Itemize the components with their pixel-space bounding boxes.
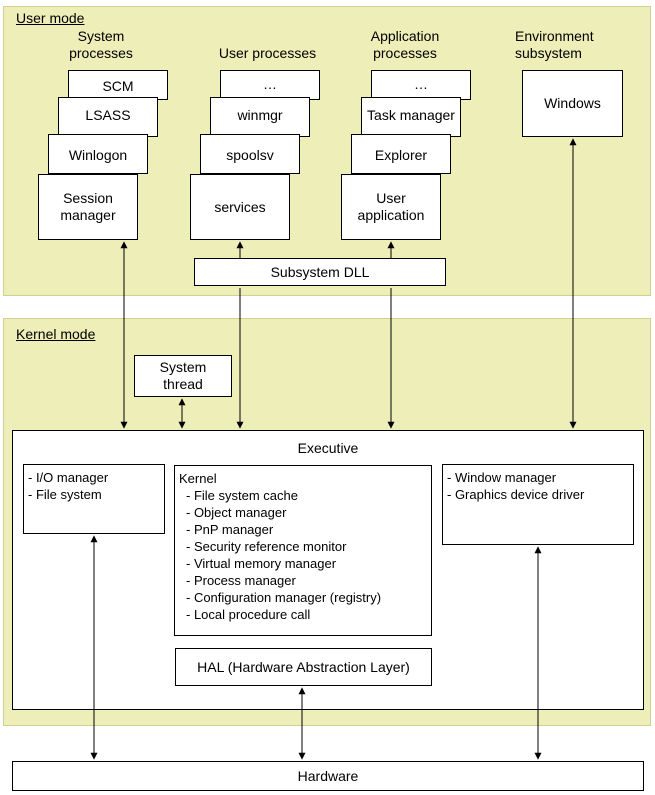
- environment-subsystem-heading: Environment subsystem: [515, 28, 594, 61]
- kernel-item-process-manager: - Process manager: [186, 573, 296, 588]
- process-box-winmgr[interactable]: winmgr: [210, 97, 310, 137]
- application-processes-heading: Application processes: [370, 28, 440, 61]
- user-mode-title: User mode: [16, 10, 85, 26]
- windows-subsystem-box[interactable]: Windows: [522, 70, 623, 137]
- system-thread-box[interactable]: System thread: [134, 355, 232, 397]
- system-processes-heading: System processes: [69, 28, 133, 61]
- kernel-mode-title: Kernel mode: [16, 326, 96, 342]
- io-manager-panel[interactable]: - I/O manager - File system: [23, 464, 165, 534]
- kernel-item-object-manager: - Object manager: [186, 505, 287, 520]
- io-manager-item: - I/O manager: [28, 470, 109, 485]
- user-processes-heading: User processes: [218, 45, 317, 61]
- process-box-user-application[interactable]: User application: [341, 174, 441, 240]
- hal-box[interactable]: HAL (Hardware Abstraction Layer): [175, 648, 432, 686]
- session-manager-label: Session manager: [60, 190, 116, 223]
- kernel-item-fs-cache: - File system cache: [186, 488, 298, 503]
- kernel-title: Kernel: [179, 471, 217, 486]
- process-box-task-manager[interactable]: Task manager: [361, 97, 461, 137]
- window-manager-panel[interactable]: - Window manager - Graphics device drive…: [442, 464, 634, 545]
- process-box-services[interactable]: services: [190, 174, 290, 240]
- hardware-box[interactable]: Hardware: [12, 761, 644, 791]
- kernel-item-vm-manager: - Virtual memory manager: [186, 556, 337, 571]
- graphics-driver-item: - Graphics device driver: [447, 487, 585, 502]
- system-thread-label: System thread: [159, 359, 207, 392]
- process-box-ellipsis-user[interactable]: …: [220, 70, 320, 100]
- window-manager-item: - Window manager: [447, 470, 557, 485]
- process-box-explorer[interactable]: Explorer: [351, 134, 451, 174]
- user-application-label: User application: [357, 190, 425, 223]
- kernel-item-pnp-manager: - PnP manager: [186, 522, 274, 537]
- subsystem-dll-box[interactable]: Subsystem DLL: [194, 258, 446, 286]
- kernel-item-security-monitor: - Security reference monitor: [186, 539, 347, 554]
- process-box-winlogon[interactable]: Winlogon: [48, 134, 148, 174]
- process-box-spoolsv[interactable]: spoolsv: [200, 134, 300, 174]
- kernel-panel[interactable]: Kernel - File system cache - Object mana…: [174, 465, 432, 636]
- process-box-session-manager[interactable]: Session manager: [38, 174, 138, 240]
- file-system-item: - File system: [28, 487, 102, 502]
- process-box-scm[interactable]: SCM: [68, 70, 168, 100]
- kernel-item-lpc: - Local procedure call: [186, 607, 311, 622]
- kernel-item-config-manager: - Configuration manager (registry): [186, 590, 382, 605]
- executive-title: Executive: [297, 440, 359, 456]
